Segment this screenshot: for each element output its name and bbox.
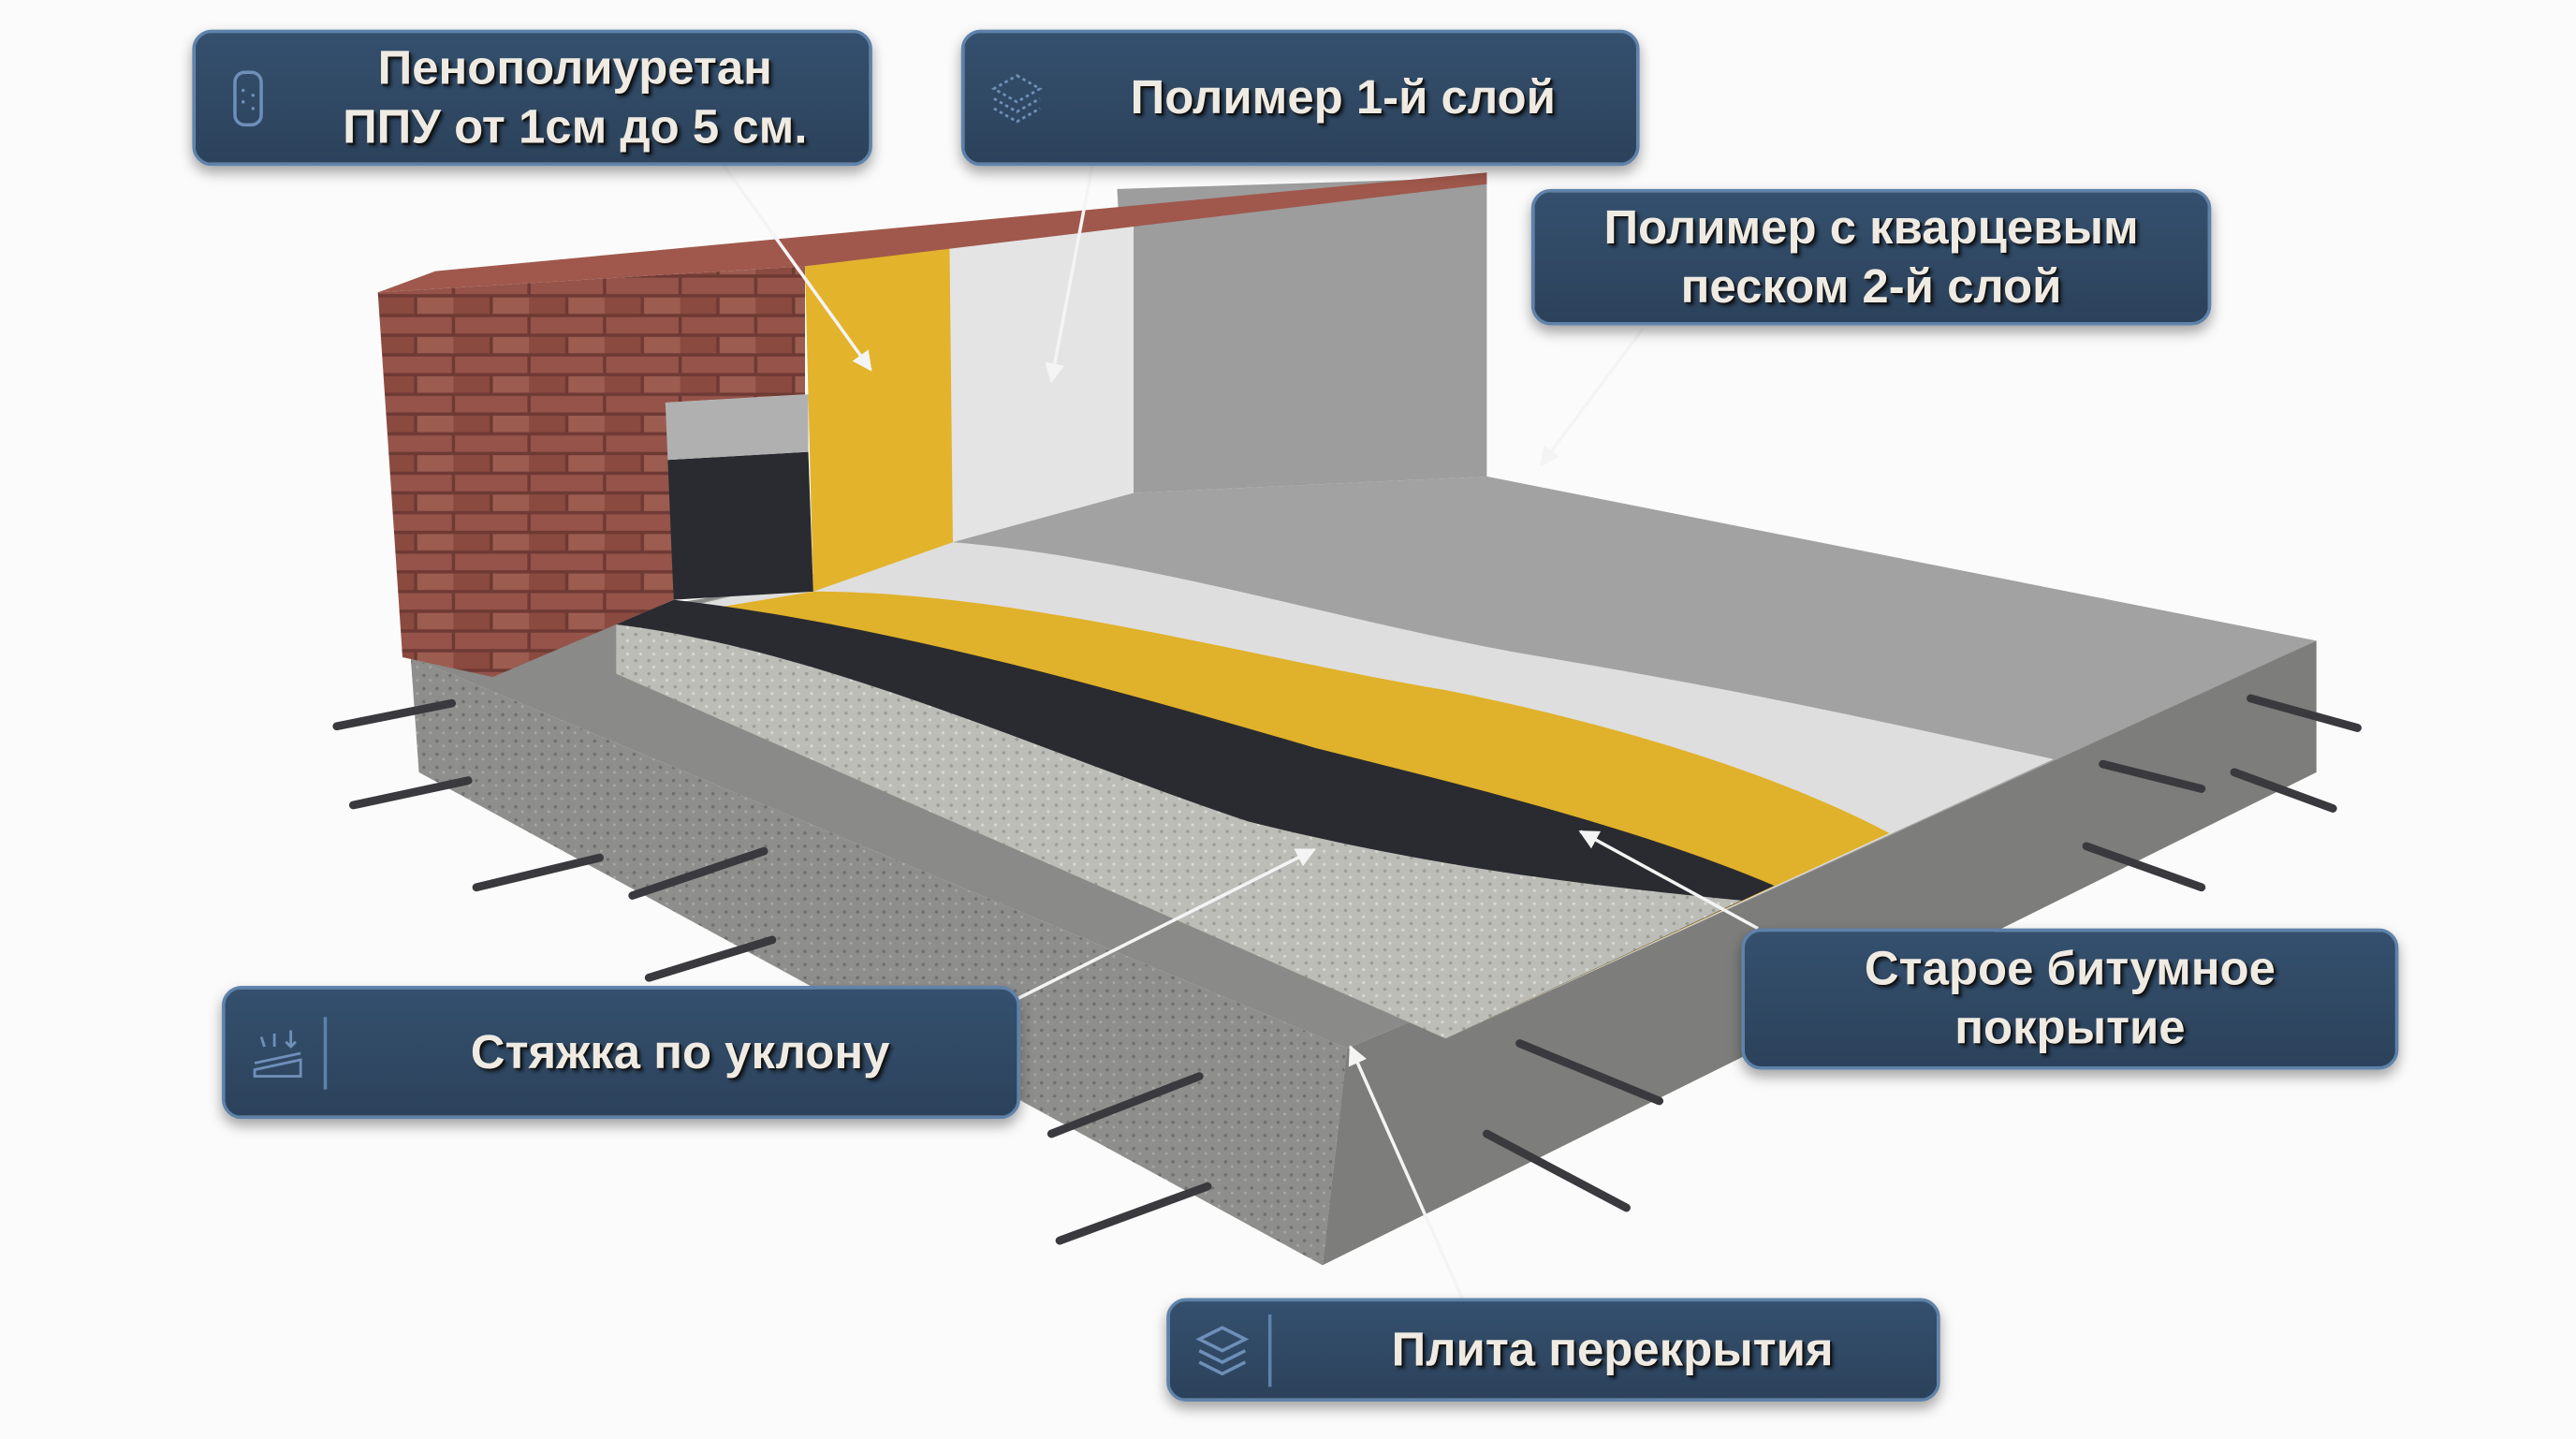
slope-screed-icon (253, 1029, 302, 1078)
label-line: песком 2-й слой (1680, 260, 2062, 314)
foam-cylinder-icon (233, 69, 263, 126)
stack-layers-icon (1195, 1325, 1250, 1375)
label-line: покрытие (1954, 1002, 2186, 1055)
rebars (332, 694, 2362, 1245)
plaster-wall-layer (665, 394, 809, 461)
white-wall-layer (944, 213, 1134, 543)
label-line: Полимер с кварцевым (1603, 200, 2139, 255)
label-floor-slab: Плита перекрытия (1166, 1298, 1940, 1402)
label-slope-screed: Стяжка по уклону (221, 986, 1020, 1120)
label-old-bitumen-coating: Старое битумное покрытие (1741, 928, 2399, 1070)
label-line: Полимер 1-й слой (1130, 71, 1556, 125)
gray-wall-layer (1117, 177, 1487, 493)
label-line: Стяжка по уклону (470, 1026, 890, 1079)
separator (1267, 1314, 1272, 1387)
screed-floor (616, 624, 1742, 1039)
black-wall-layer (665, 451, 813, 600)
layers-icon (991, 73, 1043, 123)
yellow-wall-layer (804, 246, 953, 592)
leader-lines (721, 163, 1759, 1300)
label-line: Пенополиуретан (377, 41, 772, 95)
label-line: Плита перекрытия (1391, 1323, 1834, 1376)
label-line: ППУ от 1см до 5 см. (343, 100, 808, 154)
label-polymer-layer-1: Полимер 1-й слой (960, 29, 1640, 167)
label-line: Старое битумное (1864, 943, 2276, 996)
brick-wall (377, 266, 805, 678)
separator (323, 1016, 328, 1089)
wall-top (377, 172, 1487, 293)
